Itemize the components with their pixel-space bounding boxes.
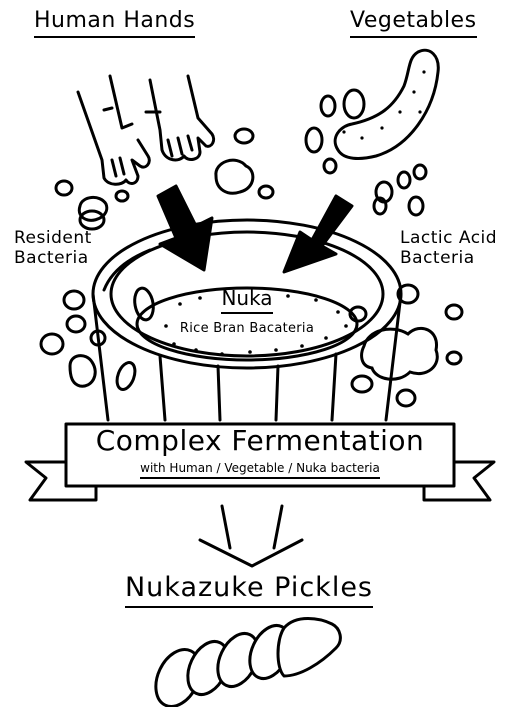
rice-bran-label: Rice Bran Bacateria — [147, 322, 347, 335]
nuka-label: Nuka — [207, 288, 287, 308]
hand-icon — [78, 76, 149, 184]
arrow-down-icon — [158, 186, 212, 270]
result-text: Nukazuke Pickles — [125, 572, 373, 608]
arrow-down-icon — [200, 506, 302, 566]
vegetable-icon — [335, 50, 438, 158]
result-label: Nukazuke Pickles — [114, 574, 384, 601]
nuka-text: Nuka — [221, 286, 272, 314]
resident-bacteria-line1: Resident — [14, 228, 92, 248]
banner-subtitle-text: with Human / Vegetable / Nuka bacteria — [140, 461, 380, 479]
resident-bacteria-line2: Bacteria — [14, 248, 92, 268]
lactic-acid-bacteria-label: Lactic Acid Bacteria — [400, 228, 497, 268]
arrow-down-icon — [284, 196, 352, 272]
resident-bacteria-label: Resident Bacteria — [14, 228, 92, 268]
nuka-speck-icon — [164, 70, 425, 355]
lactic-acid-line2: Bacteria — [400, 248, 497, 268]
hand-icon — [146, 76, 214, 160]
lactic-acid-line1: Lactic Acid — [400, 228, 497, 248]
banner-title: Complex Fermentation — [66, 427, 454, 455]
pickle-icon — [147, 619, 340, 707]
human-hands-label: Human Hands — [34, 10, 195, 38]
vegetables-label: Vegetables — [350, 10, 477, 38]
banner-subtitle: with Human / Vegetable / Nuka bacteria — [95, 462, 425, 474]
